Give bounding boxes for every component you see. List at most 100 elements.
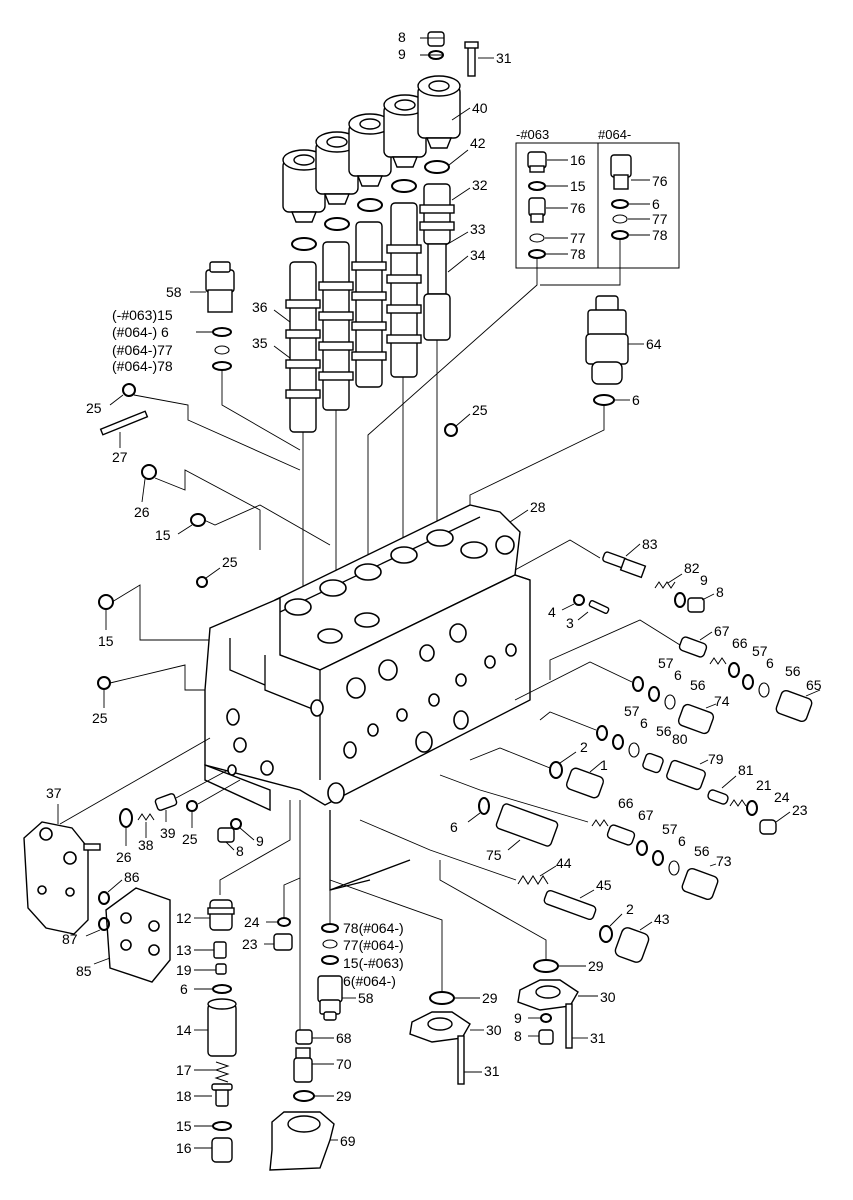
label-2-b: 2 (626, 901, 634, 917)
pilot-cap-5 (417, 75, 461, 149)
label-21: 21 (756, 777, 772, 793)
label-56-d: 56 (694, 843, 710, 859)
bottom-covers: 29 30 9 8 31 29 30 31 (329, 860, 616, 1085)
right-side-parts: 83 82 9 8 4 3 67 66 57 6 56 65 57 (359, 536, 822, 963)
label-26-a: 26 (134, 504, 150, 520)
label-38: 38 (138, 837, 154, 853)
label-6-a: 6 (632, 392, 640, 408)
label-87: 87 (62, 931, 78, 947)
inset-right-label-76: 76 (652, 173, 668, 189)
label-1: 1 (600, 757, 608, 773)
label-64: 64 (646, 336, 662, 352)
inset-right-label-6: 6 (652, 196, 660, 212)
inset-right-label-78: 78 (652, 227, 668, 243)
label-37: 37 (46, 785, 62, 801)
label-78-note: (#064-)78 (112, 358, 173, 374)
label-56-c: 56 (656, 723, 672, 739)
label-77-c: 77(#064-) (343, 937, 404, 953)
label-30-a: 30 (600, 989, 616, 1005)
relief-valve-64: 64 6 (469, 295, 662, 540)
label-8-c: 8 (236, 843, 244, 859)
label-25-e: 25 (182, 831, 198, 847)
label-29-b: 29 (482, 990, 498, 1006)
label-24-b: 24 (244, 914, 260, 930)
inset-left-label-77: 77 (570, 230, 586, 246)
main-valve-body (204, 504, 531, 891)
inset-left-header: -#063 (516, 127, 549, 142)
label-56-b: 56 (690, 677, 706, 693)
label-70: 70 (336, 1056, 352, 1072)
spool-5 (419, 183, 455, 341)
inset-right-header: #064- (598, 127, 631, 142)
spool-1 (285, 261, 321, 433)
label-75: 75 (486, 847, 502, 863)
inset-left-label-76: 76 (570, 200, 586, 216)
label-30-b: 30 (486, 1022, 502, 1038)
label-33: 33 (470, 221, 486, 237)
label-83: 83 (642, 536, 658, 552)
label-32: 32 (472, 177, 488, 193)
label-66-b: 66 (618, 795, 634, 811)
label-43: 43 (654, 911, 670, 927)
label-58-top: 58 (166, 284, 182, 300)
label-15-d: 15(-#063) (343, 955, 404, 971)
label-15-b: 15 (155, 527, 171, 543)
center-bottom-column: 78(#064-) 77(#064-) 15(-#063) 6(#064-) 5… (269, 800, 404, 1171)
label-8-b: 8 (716, 584, 724, 600)
label-2-a: 2 (580, 739, 588, 755)
label-73: 73 (716, 853, 732, 869)
label-86: 86 (124, 869, 140, 885)
label-6-d: 6 (640, 715, 648, 731)
label-13: 13 (176, 942, 192, 958)
label-16: 16 (176, 1140, 192, 1156)
label-57-a: 57 (752, 643, 768, 659)
label-69: 69 (340, 1133, 356, 1149)
label-78-c: 78(#064-) (343, 920, 404, 936)
label-36: 36 (252, 299, 268, 315)
inset-left-label-16: 16 (570, 152, 586, 168)
label-12: 12 (176, 910, 192, 926)
label-85: 85 (76, 963, 92, 979)
label-67-b: 67 (638, 807, 654, 823)
label-8-d: 8 (514, 1028, 522, 1044)
label-74: 74 (714, 693, 730, 709)
label-39: 39 (160, 825, 176, 841)
label-14: 14 (176, 1022, 192, 1038)
label-8-top: 8 (398, 29, 406, 45)
label-24-a: 24 (774, 789, 790, 805)
label-6-e: 6 (450, 819, 458, 835)
label-6-c: 6 (674, 667, 682, 683)
label-56-a: 56 (785, 663, 801, 679)
label-67-a: 67 (714, 623, 730, 639)
label-31-top: 31 (496, 50, 512, 66)
label-58-b: 58 (358, 990, 374, 1006)
label-82: 82 (684, 560, 700, 576)
label-31-b: 31 (590, 1030, 606, 1046)
label-6-h: 6(#064-) (343, 973, 396, 989)
label-29-a: 29 (588, 958, 604, 974)
label-68: 68 (336, 1030, 352, 1046)
label-15-c: 15 (98, 633, 114, 649)
label-80: 80 (672, 731, 688, 747)
left-relief-58: 58 (-#063)15 (#064-) 6 (#064-)77 (#064-)… (112, 261, 301, 451)
label-6-g: 6 (180, 981, 188, 997)
label-34: 34 (470, 247, 486, 263)
label-9-b: 9 (700, 572, 708, 588)
label-29-c: 29 (336, 1088, 352, 1104)
label-15-note: (-#063)15 (112, 307, 173, 323)
label-35: 35 (252, 335, 268, 351)
label-57-d: 57 (662, 821, 678, 837)
pilot-cap-3 (348, 113, 392, 187)
pilot-cap-4 (383, 94, 427, 168)
label-17: 17 (176, 1062, 192, 1078)
inset-right-label-77: 77 (652, 211, 668, 227)
label-26-b: 26 (116, 849, 132, 865)
label-25-a: 25 (86, 400, 102, 416)
label-19: 19 (176, 962, 192, 978)
label-23-b: 23 (242, 936, 258, 952)
inset-left-label-78: 78 (570, 246, 586, 262)
label-9-top: 9 (398, 46, 406, 62)
spool-4 (386, 202, 422, 378)
label-18: 18 (176, 1088, 192, 1104)
label-65: 65 (806, 677, 822, 693)
